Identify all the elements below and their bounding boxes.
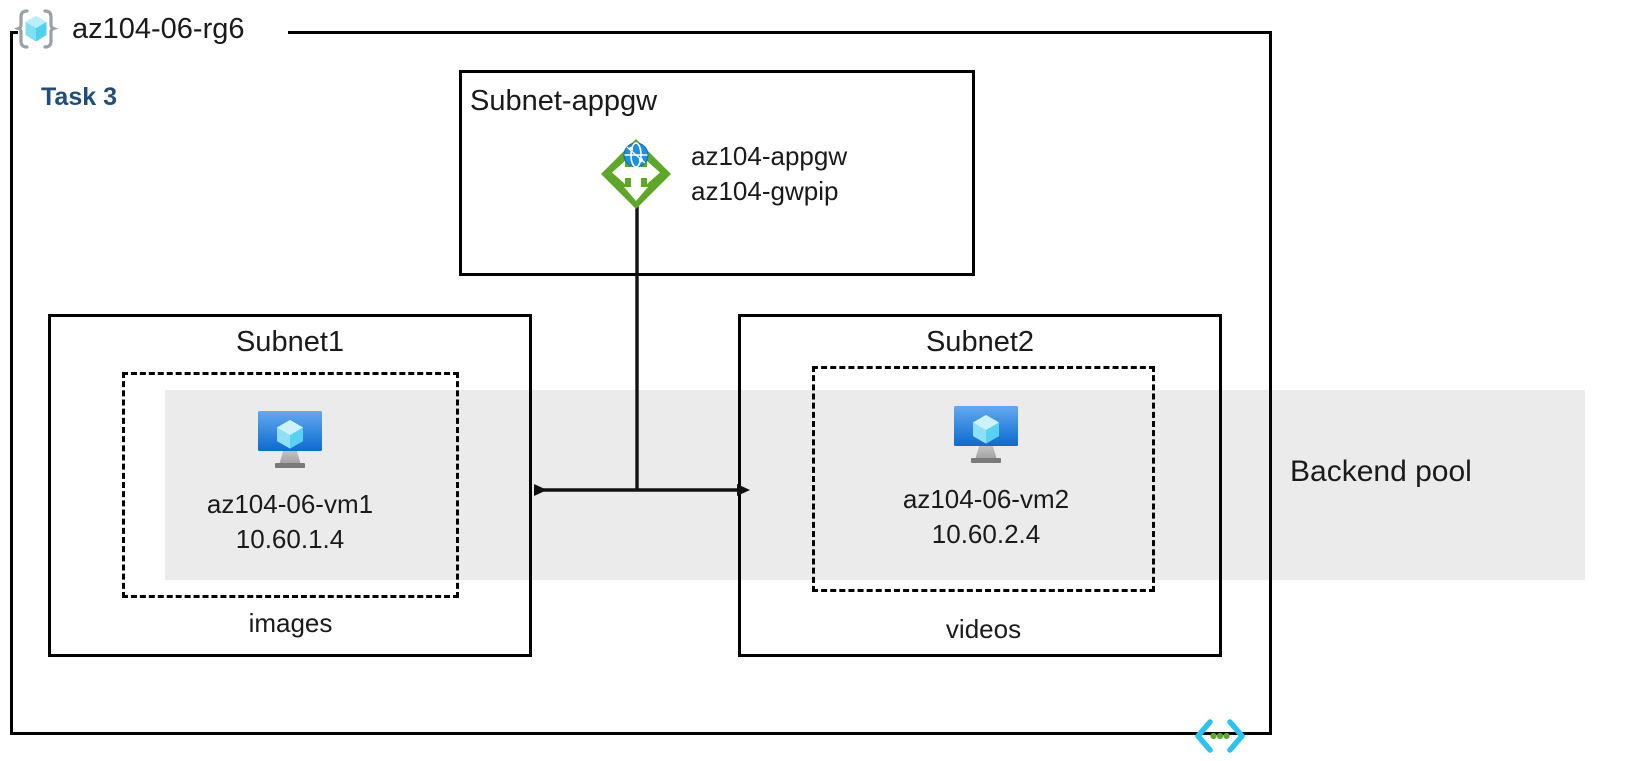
- code-brackets-icon: [1194, 716, 1246, 756]
- subnet1-dashed-box: [122, 372, 459, 598]
- subnet2-tier-label: videos: [945, 614, 1022, 644]
- resource-group-boundary: [10, 31, 1272, 735]
- vm2-name: az104-06-vm2: [902, 484, 1070, 514]
- subnet1-title: Subnet1: [235, 326, 345, 358]
- subnet-appgw-box: [459, 70, 975, 276]
- virtual-machine-icon: [170, 405, 410, 475]
- application-gateway-node: az104-appgw az104-gwpip: [595, 133, 847, 215]
- subnet1-tier-label: images: [248, 608, 333, 638]
- backend-pool-band: [165, 390, 1585, 580]
- appgw-name-line2: az104-gwpip: [691, 176, 839, 206]
- subnet2-title: Subnet2: [925, 326, 1035, 358]
- vm2-group: az104-06-vm2 10.60.2.4: [866, 400, 1106, 552]
- subnet-appgw-title: Subnet-appgw: [470, 85, 658, 117]
- subnet2-dashed-box: [812, 366, 1155, 592]
- application-gateway-labels: az104-appgw az104-gwpip: [691, 139, 847, 209]
- resource-group-header: az104-06-rg6: [14, 5, 245, 53]
- backend-pool-label: Backend pool: [1290, 455, 1472, 488]
- resource-group-icon: [14, 7, 58, 51]
- vm2-labels: az104-06-vm2 10.60.2.4: [866, 482, 1106, 552]
- virtual-machine-icon: [866, 400, 1106, 470]
- task-label: Task 3: [41, 83, 117, 111]
- resource-group-name: az104-06-rg6: [72, 12, 245, 45]
- resource-group-header-gap: [18, 22, 288, 42]
- vm1-group: az104-06-vm1 10.60.1.4: [170, 405, 410, 557]
- application-gateway-icon: [595, 133, 677, 215]
- subnet1-box: [48, 314, 532, 657]
- vm1-ip: 10.60.1.4: [235, 523, 345, 554]
- vm1-labels: az104-06-vm1 10.60.1.4: [170, 487, 410, 557]
- vm1-name: az104-06-vm1: [206, 489, 374, 519]
- vm2-ip: 10.60.2.4: [931, 518, 1041, 549]
- appgw-name-line1: az104-appgw: [691, 141, 848, 172]
